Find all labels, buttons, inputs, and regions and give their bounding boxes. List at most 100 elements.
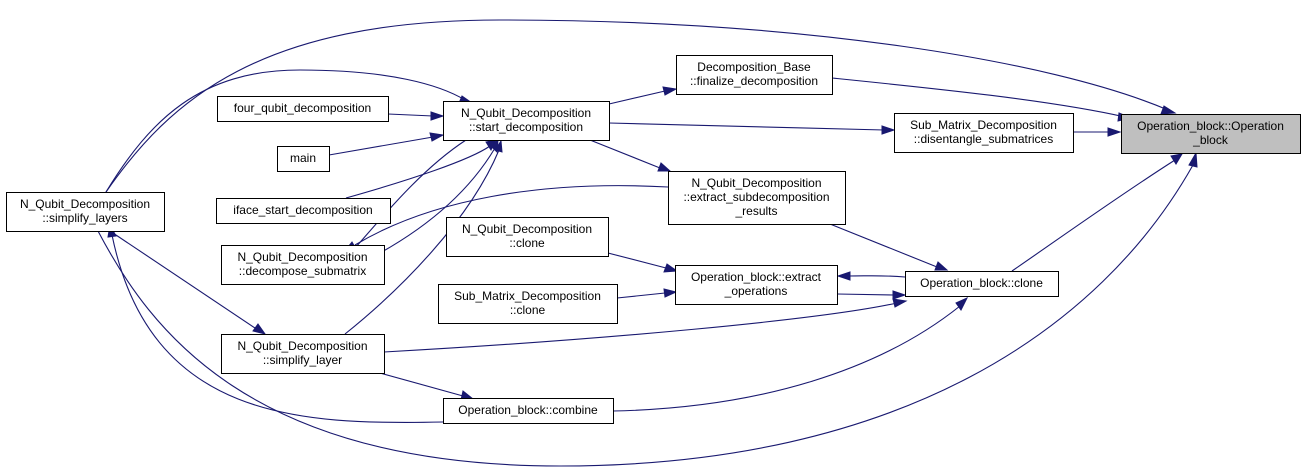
edge-nq-start-to-nq-extract-sub-line bbox=[589, 139, 661, 169]
node-op-extract[interactable]: Operation_block::extract_operations bbox=[675, 265, 838, 305]
arrowhead-icon bbox=[494, 139, 503, 153]
node-box bbox=[216, 198, 391, 224]
node-four-qubit[interactable]: four_qubit_decomposition bbox=[217, 96, 389, 122]
arrowhead-icon bbox=[662, 86, 678, 96]
arrowhead-icon bbox=[1160, 105, 1177, 115]
node-label-line: N_Qubit_Decomposition bbox=[237, 250, 367, 264]
call-graph-edges bbox=[97, 19, 1198, 467]
edge-nq-start-to-nq-extract-sub bbox=[589, 139, 672, 172]
edge-nq-clone-to-op-extract bbox=[607, 252, 679, 273]
edge-op-extract-to-op-clone-line bbox=[836, 293, 896, 296]
node-decomp-base[interactable]: Decomposition_Base::finalize_decompositi… bbox=[676, 55, 833, 95]
edge-simplify-layers-to-op-block bbox=[105, 19, 1177, 193]
node-box bbox=[221, 334, 385, 374]
node-nq-start[interactable]: N_Qubit_Decomposition::start_decompositi… bbox=[443, 101, 610, 141]
node-box bbox=[894, 113, 1074, 153]
edge-main-to-nq-start-line bbox=[328, 136, 434, 156]
edge-simplify-layers-to-op-block-lower-line bbox=[97, 164, 1194, 467]
node-sub-clone[interactable]: Sub_Matrix_Decomposition::clone bbox=[438, 284, 618, 324]
node-label-line: Operation_block::combine bbox=[458, 403, 598, 417]
node-op-clone[interactable]: Operation_block::clone bbox=[905, 271, 1059, 297]
node-op-combine[interactable]: Operation_block::combine bbox=[443, 398, 614, 424]
edge-op-extract-to-op-clone bbox=[836, 290, 907, 300]
node-op-block[interactable]: Operation_block::Operation_block bbox=[1121, 114, 1301, 154]
edge-nq-extract-sub-to-op-clone-line bbox=[829, 223, 938, 268]
node-label-line: ::disentangle_submatrices bbox=[914, 132, 1053, 146]
node-box bbox=[905, 271, 1059, 297]
node-box bbox=[1121, 114, 1301, 154]
edge-nq-simplify-layer-to-op-clone bbox=[383, 298, 908, 353]
edge-nq-start-to-nq-decompose-sub-line bbox=[354, 139, 467, 249]
edge-nq-decompose-sub-to-nq-start-line bbox=[379, 147, 496, 254]
node-label-line: N_Qubit_Decomposition bbox=[237, 339, 367, 353]
node-box bbox=[217, 96, 389, 122]
edge-nq-simplify-layer-to-op-clone-line bbox=[383, 302, 898, 353]
edge-nq-start-to-sub-disentangle bbox=[608, 122, 896, 135]
node-label-line: Operation_block::clone bbox=[920, 276, 1043, 290]
edge-op-combine-to-nq-simplify-layers-line bbox=[111, 234, 444, 424]
node-iface[interactable]: iface_start_decomposition bbox=[216, 198, 391, 224]
node-label-line: ::simplify_layers bbox=[42, 211, 127, 225]
arrowhead-icon bbox=[892, 298, 908, 308]
edge-simplify-layers-to-nq-start bbox=[105, 69, 474, 193]
node-main[interactable]: main bbox=[277, 146, 330, 172]
arrowhead-icon bbox=[663, 263, 679, 273]
edge-nq-start-to-decomp-base-line bbox=[608, 90, 666, 105]
node-label-line: ::finalize_decomposition bbox=[690, 74, 818, 88]
node-label-line: N_Qubit_Decomposition bbox=[691, 176, 821, 190]
node-box bbox=[676, 55, 833, 95]
edge-nq-start-to-decomp-base bbox=[608, 86, 678, 105]
node-nq-clone[interactable]: N_Qubit_Decomposition::clone bbox=[446, 217, 609, 257]
node-label-line: ::simplify_layer bbox=[263, 353, 342, 367]
arrowhead-icon bbox=[934, 261, 949, 271]
edge-main-to-nq-start bbox=[328, 132, 445, 156]
node-label-line: Operation_block::extract bbox=[691, 270, 822, 284]
node-label-line: iface_start_decomposition bbox=[233, 203, 372, 217]
arrowhead-icon bbox=[881, 125, 896, 135]
edge-four-qubit-to-nq-start bbox=[387, 111, 445, 121]
node-label-line: N_Qubit_Decomposition bbox=[462, 222, 592, 236]
node-nq-decompose-sub[interactable]: N_Qubit_Decomposition::decompose_submatr… bbox=[221, 245, 385, 285]
arrowhead-icon bbox=[836, 271, 851, 281]
edge-decomp-base-to-op-block-line bbox=[831, 77, 1126, 118]
arrowhead-icon bbox=[657, 162, 672, 172]
arrowhead-icon bbox=[429, 132, 445, 142]
edge-simplify-layers-to-nq-simplify-layer bbox=[109, 230, 267, 335]
edge-sub-clone-to-op-extract bbox=[616, 288, 678, 299]
edge-four-qubit-to-nq-start-line bbox=[387, 113, 434, 117]
node-label-line: _results bbox=[734, 204, 777, 218]
node-box bbox=[668, 171, 846, 225]
node-nq-extract-sub[interactable]: N_Qubit_Decomposition::extract_subdecomp… bbox=[668, 171, 846, 225]
arrowhead-icon bbox=[892, 290, 907, 300]
node-box bbox=[446, 217, 609, 257]
node-label-line: ::clone bbox=[510, 303, 546, 317]
edge-nq-clone-to-op-extract-line bbox=[607, 252, 667, 269]
arrowhead-icon bbox=[1107, 127, 1122, 137]
node-label-line: main bbox=[290, 151, 316, 165]
node-nq-simplify-layers[interactable]: N_Qubit_Decomposition::simplify_layers bbox=[6, 192, 165, 232]
edge-simplify-layers-to-nq-simplify-layer-line bbox=[109, 230, 256, 329]
node-sub-disentangle[interactable]: Sub_Matrix_Decomposition::disentangle_su… bbox=[894, 113, 1074, 153]
node-label-line: ::start_decomposition bbox=[469, 120, 583, 134]
edge-iface-to-nq-start-line bbox=[345, 145, 491, 199]
node-label-line: N_Qubit_Decomposition bbox=[461, 106, 591, 120]
node-box bbox=[438, 284, 618, 324]
node-label-line: Sub_Matrix_Decomposition bbox=[910, 118, 1057, 132]
edge-op-clone-to-op-block-line bbox=[1011, 159, 1176, 272]
node-label-line: ::extract_subdecomposition bbox=[683, 190, 829, 204]
edge-op-combine-to-op-clone bbox=[612, 296, 969, 412]
node-label-line: _block bbox=[1192, 133, 1229, 147]
edge-op-clone-to-op-extract bbox=[836, 271, 906, 281]
node-box bbox=[675, 265, 838, 305]
arrowhead-icon bbox=[1188, 151, 1198, 168]
node-label-line: ::clone bbox=[509, 236, 545, 250]
arrowhead-icon bbox=[430, 111, 445, 121]
node-box bbox=[221, 245, 385, 285]
arrowhead-icon bbox=[252, 323, 267, 335]
call-graph-nodes: Operation_block::Operation_block Decompos… bbox=[6, 55, 1301, 424]
edge-simplify-layers-to-op-block-lower bbox=[97, 151, 1198, 467]
node-label-line: Sub_Matrix_Decomposition bbox=[454, 289, 601, 303]
edge-op-combine-to-op-clone-line bbox=[612, 305, 961, 412]
node-nq-simplify-layer[interactable]: N_Qubit_Decomposition::simplify_layer bbox=[221, 334, 385, 374]
